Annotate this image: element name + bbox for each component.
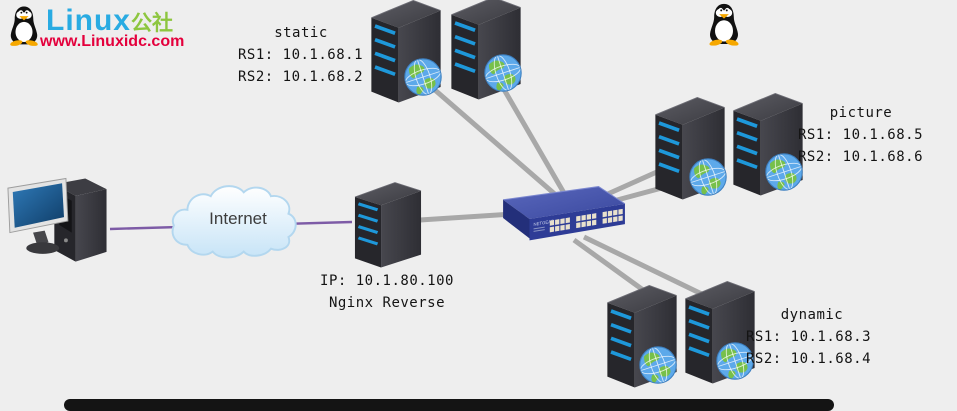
picture-rs1: RS1: 10.1.68.5 xyxy=(798,127,924,143)
dynamic-server1-globe-icon xyxy=(637,344,679,386)
static-title: static xyxy=(274,25,328,41)
brand-suffix: 公社 xyxy=(131,12,173,35)
static-rs2: RS2: 10.1.68.2 xyxy=(238,69,364,85)
nginx-server-icon xyxy=(348,178,428,272)
dynamic-group-label: dynamic RS1: 10.1.68.3 RS2: 10.1.68.4 xyxy=(746,304,878,370)
dynamic-rs2: RS2: 10.1.68.4 xyxy=(746,351,872,367)
brand-name: Linux xyxy=(46,4,131,37)
corner-tux-penguin-icon xyxy=(706,1,742,46)
connection-line-switch-static2 xyxy=(499,84,567,195)
client-computer-icon xyxy=(6,172,122,270)
connection-line-switch-picture1 xyxy=(599,168,661,200)
connection-line-switch-static1 xyxy=(426,82,559,198)
picture-title: picture xyxy=(829,105,893,121)
dynamic-rs1: RS1: 10.1.68.3 xyxy=(746,329,872,345)
connection-line-switch-dynamic2 xyxy=(582,234,712,301)
internet-label: Internet xyxy=(209,209,267,228)
connection-line-switch-dynamic1 xyxy=(572,237,652,298)
static-server1-globe-icon xyxy=(402,56,444,98)
dynamic-title: dynamic xyxy=(780,307,844,323)
site-logo: Linux公社 www.Linuxidc.com xyxy=(4,2,234,62)
bottom-bar xyxy=(64,399,834,411)
picture-server1-globe-icon xyxy=(687,156,729,198)
static-rs1: RS1: 10.1.68.1 xyxy=(238,47,364,63)
picture-rs2: RS2: 10.1.68.6 xyxy=(798,149,924,165)
brand-text: Linux公社 xyxy=(46,4,173,38)
website-text: www.Linuxidc.com xyxy=(40,33,185,50)
static-server2-globe-icon xyxy=(482,52,524,94)
nginx-name: Nginx Reverse xyxy=(328,295,446,311)
picture-group-label: picture RS1: 10.1.68.5 RS2: 10.1.68.6 xyxy=(798,102,924,168)
tux-penguin-icon xyxy=(7,2,41,48)
nginx-label: IP: 10.1.80.100 Nginx Reverse xyxy=(314,270,460,314)
static-group-label: static RS1: 10.1.68.1 RS2: 10.1.68.2 xyxy=(238,22,364,88)
ethernet-switch-icon xyxy=(497,183,629,247)
nginx-ip: IP: 10.1.80.100 xyxy=(320,273,454,289)
